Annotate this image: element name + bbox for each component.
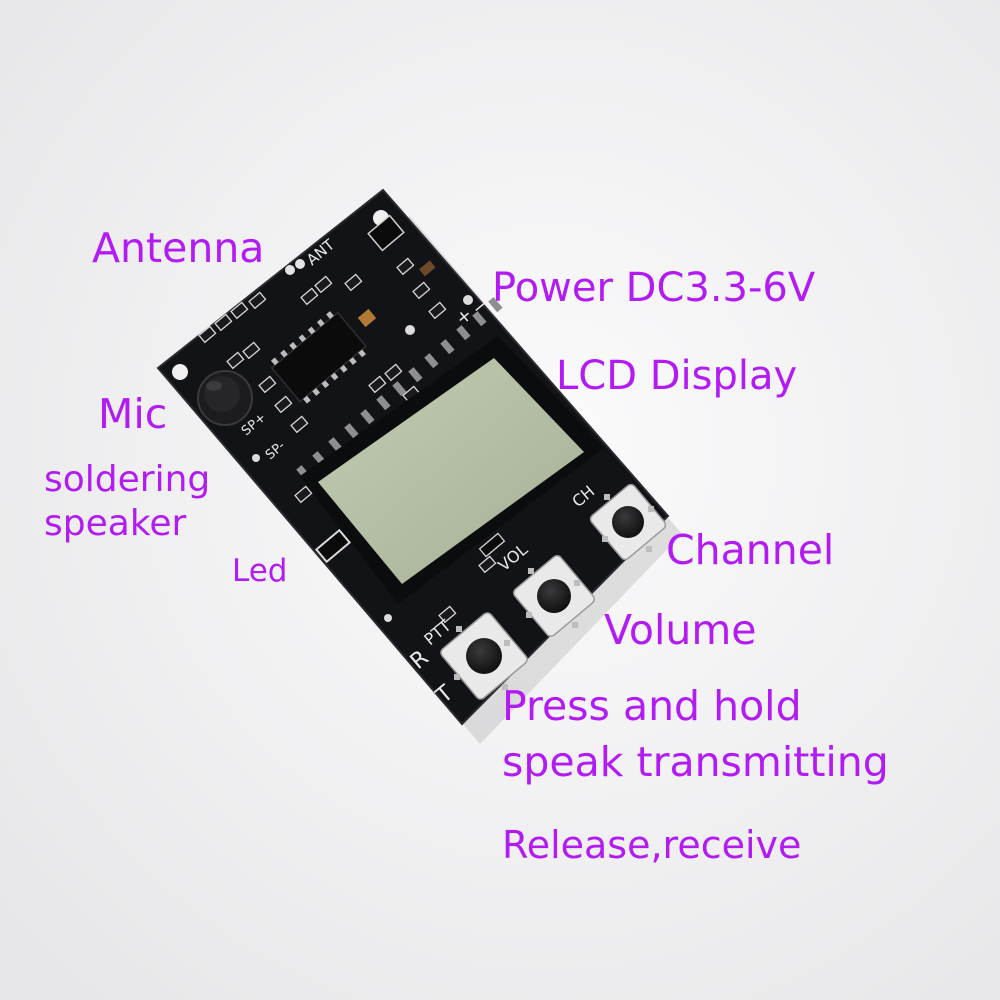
annotation-power: Power DC3.3-6V [492,265,816,311]
ch-button [589,483,667,561]
annotation-press-hold-line2: speak transmitting [502,738,889,786]
ptt-button [440,612,528,700]
lcd-screen [318,358,584,584]
annotation-mic: Mic [98,390,168,438]
antenna-pad-1 [285,265,295,275]
annotation-press-hold-line1: Press and hold [502,682,802,730]
led [314,528,352,564]
mounting-hole-left [172,364,188,380]
annotation-channel: Channel [666,526,835,574]
annotation-soldering-speaker-line2: speaker [44,503,187,544]
annotation-soldering-speaker-line1: soldering [44,459,211,500]
vol-button [513,555,595,637]
antenna-pad-2 [295,259,305,269]
microphone [197,370,253,426]
annotation-led: Led [232,553,288,589]
annotation-volume: Volume [604,606,757,654]
annotation-lcd-display: LCD Display [556,353,798,399]
ic-chip [270,311,367,404]
annotation-antenna: Antenna [92,224,265,272]
annotation-release-receive: Release,receive [502,823,802,867]
